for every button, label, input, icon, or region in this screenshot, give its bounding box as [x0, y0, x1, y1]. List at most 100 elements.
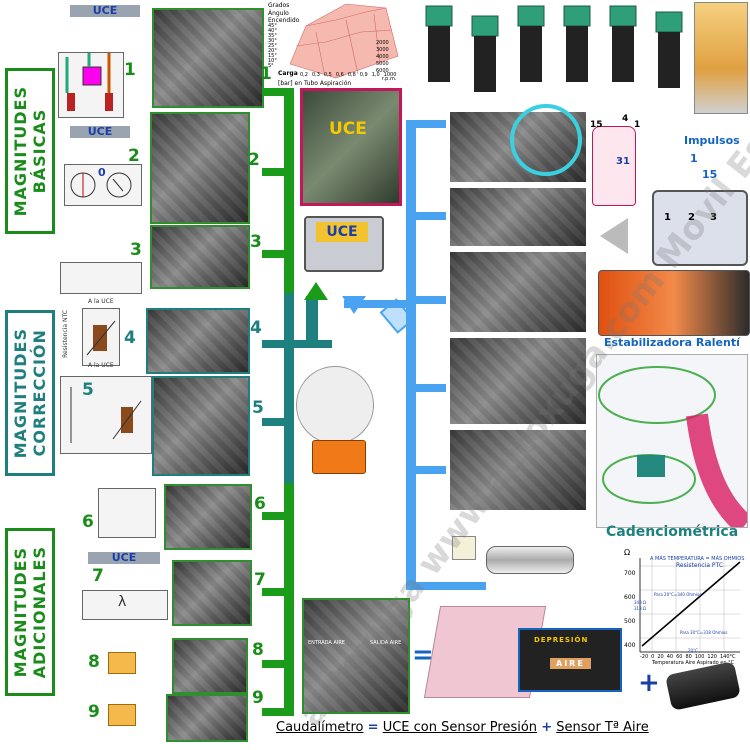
bus-teal-vertical [284, 293, 294, 483]
switch-9-icon [108, 704, 136, 726]
ptc-x-4: 60 [676, 654, 683, 660]
bus-green-vertical [284, 88, 294, 293]
map-deg-45: 45° [268, 23, 277, 29]
ignition-pin-3: 3 [710, 212, 717, 223]
map-note-1: Encendido [268, 17, 300, 24]
coil-schematic [592, 126, 636, 206]
sensor-number-3: 3 [130, 240, 142, 260]
caption-equals: = [367, 720, 379, 735]
map-note-0: Ángulo [268, 10, 289, 17]
uce-module-gold: UCE [304, 216, 384, 272]
ptc-y-700: 700 [624, 570, 636, 577]
coil-label-31: 31 [616, 156, 630, 167]
photo-sensor-7 [172, 560, 252, 626]
ptc-x-8: 140°C [719, 654, 736, 660]
caption-uce: UCE con Sensor Presión [382, 720, 538, 735]
bus-teal-up [306, 296, 318, 346]
label-magnitudes-basicas: MAGNITUDES BÁSICAS [5, 68, 55, 234]
sensor-number-3-right: 3 [250, 232, 262, 252]
ignition-map [266, 2, 406, 90]
ptc-line [641, 561, 741, 647]
uce-bar-1: UCE [70, 5, 140, 17]
sensor-number-8: 8 [88, 652, 100, 672]
label-pin-1-top: 1 [690, 152, 698, 165]
canister-schematic [596, 354, 750, 534]
highlight-circle [510, 104, 582, 176]
map-salida-label: SALIDA AIRE [370, 640, 402, 646]
map-rpm-3: 5000 [376, 61, 389, 67]
engine-warning-icon [312, 440, 366, 474]
injector-cutaway [694, 2, 748, 114]
sensor-number-9: 9 [88, 702, 100, 722]
coil-label-1: 1 [634, 120, 641, 130]
sensor-number-5: 5 [82, 380, 94, 400]
ptc-x-1: 0 [651, 654, 655, 660]
ntc-top-label: A la UCE [88, 298, 114, 305]
map-bottom-values: 0,2 0,3 0,5 0,6 0,8 0,9 1,0 1000 [300, 72, 396, 78]
ptc-chart [622, 548, 746, 664]
bus-green-branch-1 [262, 88, 294, 96]
caption-plus: + [541, 720, 553, 735]
ptc-x-6: 100 [694, 654, 705, 660]
ptc-x-5: 80 [685, 654, 692, 660]
sensor-number-6: 6 [82, 512, 94, 532]
equals-sign: = [412, 640, 434, 670]
ptc-title: A MÁS TEMPERATURA = MÁS OHMIOS [650, 556, 745, 562]
ptc-y-600: 600 [624, 594, 636, 601]
label-magnitudes-basicas-text: MAGNITUDES BÁSICAS [11, 85, 49, 217]
ptc-note-1: 340 Ω [634, 600, 646, 605]
photo-sensor-2 [150, 112, 250, 224]
map-entrada-label: ENTRADA AIRE [308, 640, 345, 646]
photo-sensor-3 [150, 225, 250, 289]
bus-green-branch-8 [262, 660, 294, 668]
label-cadenciometrica: Cadenciométrica [606, 524, 739, 540]
ignition-pin-2: 2 [688, 212, 695, 223]
bus-green-branch-6 [262, 512, 294, 520]
sensor-number-7: 7 [92, 566, 104, 586]
sensor-number-4: 4 [124, 328, 136, 348]
sensor-number-4-right: 4 [250, 318, 262, 338]
map-bottom-unit: [bar] en Tubo Aspiración [278, 80, 352, 87]
schematic-sensor-5 [60, 376, 152, 454]
photo-canister-valve [450, 338, 586, 424]
map-load-1: 0,3 [311, 72, 320, 78]
schematic-sensor-2-drawing [70, 172, 132, 198]
sensor-number-7-right: 7 [254, 570, 266, 590]
map-axis-title: Grados [268, 2, 290, 9]
ptc-note-3: 318 Ω [634, 606, 646, 611]
injector-row [420, 2, 700, 114]
photo-egr-valve [450, 430, 586, 510]
bus-blue-branch-2 [406, 296, 446, 304]
fuel-pump-icon [486, 546, 574, 574]
arrow-up-green-icon [304, 282, 328, 300]
map-deg-25: 25° [268, 43, 277, 49]
schematic-sensor-1-drawing [65, 53, 113, 111]
ptc-y-400: 400 [624, 642, 636, 649]
bus-blue-bottom [406, 582, 486, 590]
photo-sensor-1 [152, 8, 264, 108]
ntc-side-label: Resistencia NTC [62, 310, 69, 358]
map-rpm-0: 2000 [376, 40, 389, 46]
relay-icon [452, 536, 476, 560]
canister-drawing [598, 366, 750, 534]
ptc-chart-svg [639, 558, 741, 653]
bus-blue-branch-3 [406, 384, 446, 392]
map-bottom-left: Carga [278, 70, 298, 77]
ignition-pin-1: 1 [664, 212, 671, 223]
coil-label-4: 4 [622, 114, 629, 124]
sensor-number-6-right: 6 [254, 494, 266, 514]
schematic-sensor-4-drawing [86, 320, 116, 356]
uce-board-pink: UCE [300, 88, 402, 206]
uce-board-label: UCE [329, 119, 367, 139]
map-load-3: 0,6 [335, 72, 344, 78]
map-deg-10: 10° [268, 58, 277, 64]
ptc-subtitle: Resistencia PTC [676, 562, 724, 569]
map-deg-15: 15° [268, 53, 277, 59]
ptc-note-4: 20°C [688, 648, 698, 653]
switch-8-icon [108, 652, 136, 674]
schematic-sensor-7 [82, 590, 168, 620]
pressure-sensor-box: DEPRESIÓN AIRE [518, 628, 622, 692]
ptc-y-ticks: 700 600 500 400 [624, 562, 635, 658]
bus-blue-left [344, 300, 406, 308]
bus-blue-top [406, 120, 446, 128]
